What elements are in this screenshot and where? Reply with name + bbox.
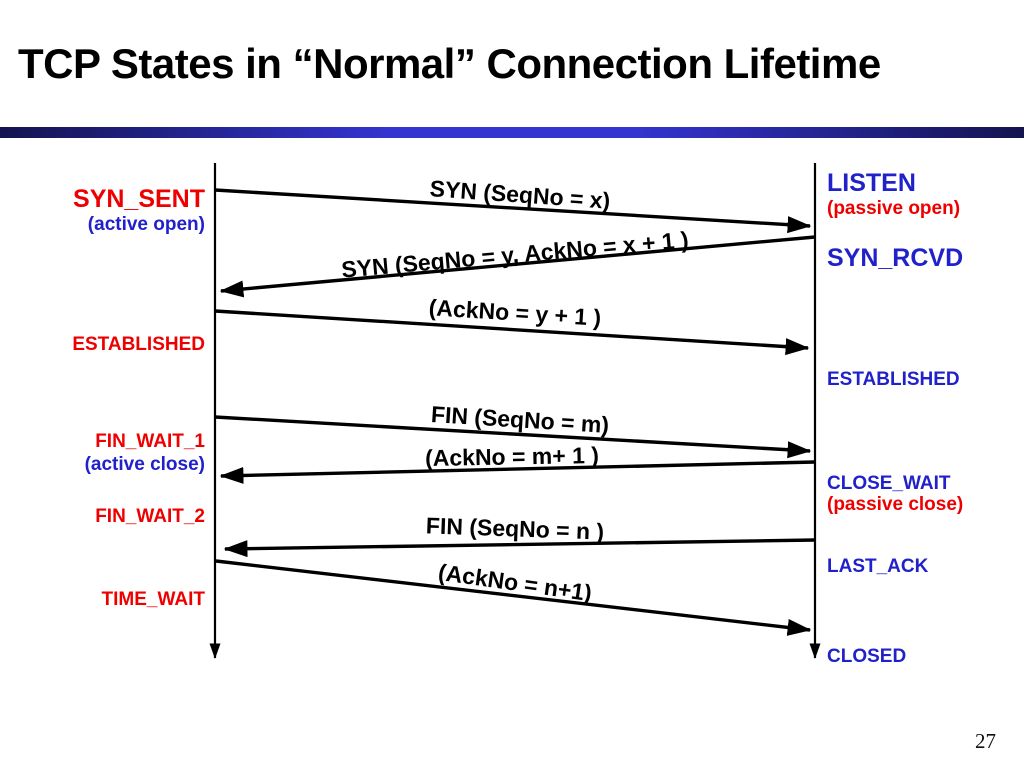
arrow-syn <box>214 188 812 234</box>
arrow-fin2 <box>223 538 816 558</box>
state-established-left: ESTABLISHED <box>72 334 205 355</box>
state-time-wait: TIME_WAIT <box>101 589 205 610</box>
slide-title: TCP States in “Normal” Connection Lifeti… <box>18 40 881 87</box>
arrow-fin2-ack <box>215 559 812 636</box>
message-fin1-ack-label: (AckNo = m+ 1 ) <box>424 441 600 472</box>
state-closed: CLOSED <box>827 646 907 667</box>
state-fin-wait-2: FIN_WAIT_2 <box>95 506 205 527</box>
note-active-open: (active open) <box>87 214 205 235</box>
arrow-fin1 <box>214 415 812 459</box>
state-last-ack: LAST_ACK <box>827 556 929 577</box>
state-fin-wait-1: FIN_WAIT_1 <box>95 431 205 452</box>
state-listen: LISTEN <box>827 169 916 197</box>
state-close-wait: CLOSE_WAIT <box>827 473 951 494</box>
arrow-ack <box>214 309 810 356</box>
page-number: 27 <box>975 729 996 753</box>
title-divider <box>0 127 1024 138</box>
arrow-fin1-ack <box>219 460 816 484</box>
note-active-close: (active close) <box>84 454 205 475</box>
state-syn-sent: SYN_SENT <box>73 185 205 213</box>
note-passive-close: (passive close) <box>827 494 964 515</box>
note-passive-open: (passive open) <box>827 198 961 219</box>
state-established-right: ESTABLISHED <box>827 369 960 390</box>
arrow-syn-ack <box>219 235 816 298</box>
state-syn-rcvd: SYN_RCVD <box>827 244 964 272</box>
